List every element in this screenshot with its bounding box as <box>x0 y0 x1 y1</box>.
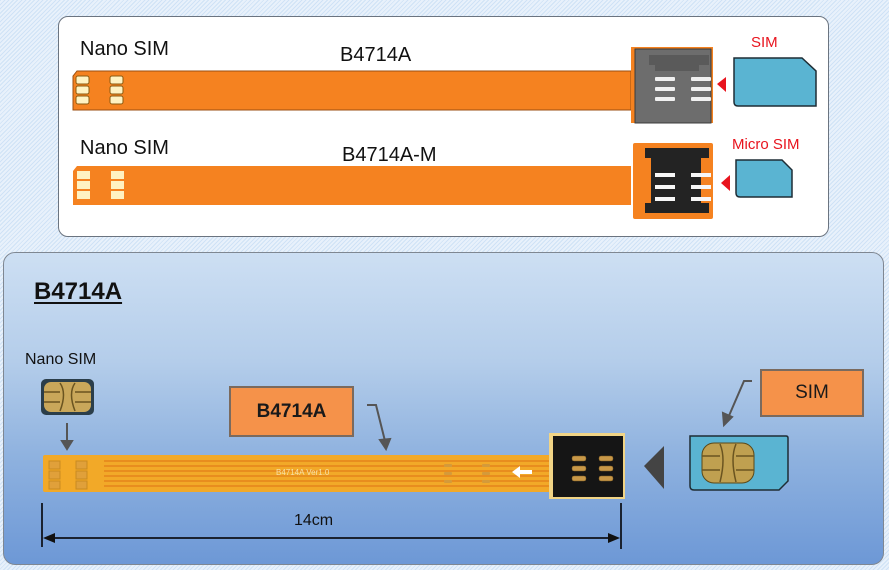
cable-callout: B4714A <box>229 386 354 437</box>
row2-nano-contacts <box>77 171 124 199</box>
row2-nano-sim-label: Nano SIM <box>80 137 169 159</box>
nano-sim-card <box>41 379 94 415</box>
nano-sim-label: Nano SIM <box>25 351 97 368</box>
pcb-nano-pads <box>48 460 88 490</box>
row1-sim-label: SIM <box>751 34 778 51</box>
row1-model-label: B4714A <box>340 44 412 66</box>
pcb-direction-arrow-icon <box>512 466 532 478</box>
pointer-arrows <box>60 380 752 452</box>
sim-callout: SIM <box>760 369 864 417</box>
product-photo-drawing <box>41 379 789 549</box>
insert-arrow-icon <box>644 446 664 489</box>
row2-micro-sim-label: Micro SIM <box>732 136 800 153</box>
dimension-right-arrow-icon <box>608 533 620 543</box>
row2-model-label: B4714A-M <box>342 144 437 166</box>
row2-flex-cable <box>73 166 631 205</box>
row1-sim-card <box>733 57 817 107</box>
dimension-left-arrow-icon <box>43 533 55 543</box>
length-dimension <box>41 503 622 549</box>
sim-pointer-arrow-icon <box>721 411 734 428</box>
row1-nano-sim-label: Nano SIM <box>80 38 169 60</box>
comparison-panel: Nano SIM B4714A SIM Nano SIM B4714A-M Mi… <box>58 16 829 237</box>
row2-adapter-drawing <box>73 143 793 219</box>
row1-adapter-drawing <box>72 47 817 124</box>
row1-insert-arrow-icon <box>717 77 726 92</box>
flex-pcb <box>43 455 590 492</box>
length-label: 14cm <box>294 512 334 529</box>
row2-insert-arrow-icon <box>721 175 730 191</box>
product-panel: B4714A Nano SIM B4714A SIM <box>3 252 884 565</box>
cable-pointer-arrow-icon <box>378 437 392 452</box>
sim-chip <box>701 442 755 484</box>
row1-nano-contacts <box>75 75 124 105</box>
pcb-test-pads <box>444 464 490 483</box>
product-heading: B4714A <box>34 278 123 305</box>
socket-pins <box>571 455 614 482</box>
row2-micro-sim-card <box>735 159 793 198</box>
pcb-print-text: B4714A Ver1.0 <box>276 468 330 477</box>
row2-socket-pins <box>655 173 711 201</box>
row1-socket-pins <box>655 77 711 101</box>
nano-pointer-arrow-icon <box>60 440 74 451</box>
